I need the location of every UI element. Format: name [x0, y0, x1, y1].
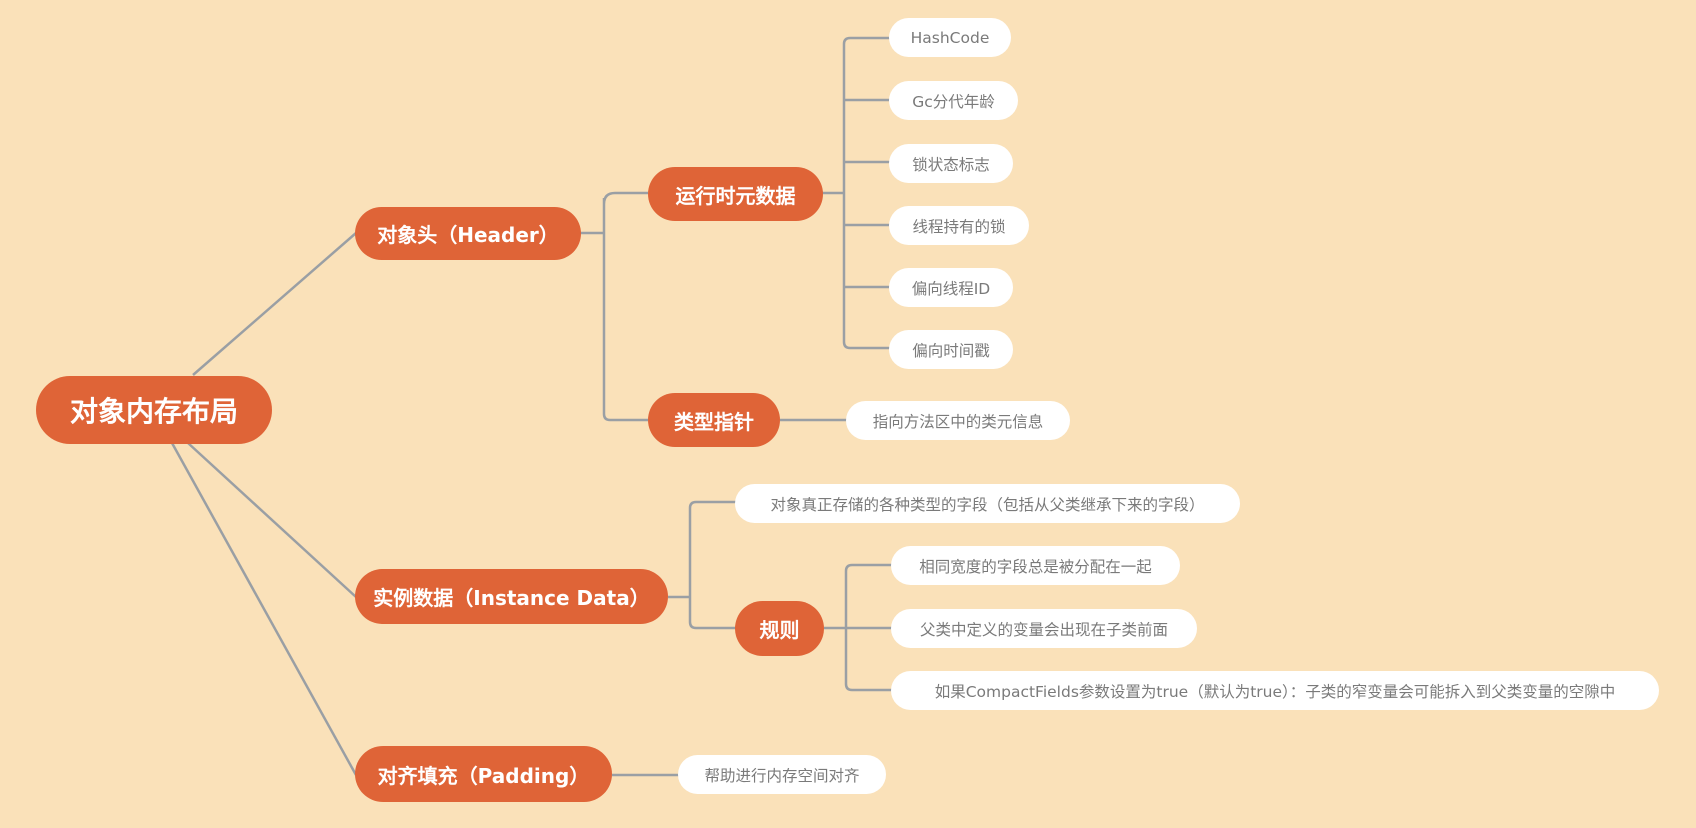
- rule-item-same-width[interactable]: 相同宽度的字段总是被分配在一起: [891, 546, 1180, 585]
- leaf-label: 线程持有的锁: [912, 217, 1006, 236]
- leaf-label: 锁状态标志: [912, 155, 990, 174]
- link-root-header: [192, 232, 357, 376]
- klass-pointer-node[interactable]: 类型指针: [648, 393, 780, 447]
- runtime-item-lock-state[interactable]: 锁状态标志: [889, 144, 1013, 183]
- leaf-label: 如果CompactFields参数设置为true（默认为true）：子类的窄变量…: [934, 682, 1616, 701]
- instance-desc[interactable]: 对象真正存储的各种类型的字段（包括从父类继承下来的字段）: [735, 484, 1240, 523]
- leaf-label: HashCode: [910, 28, 990, 47]
- link-runtime-leaves: [822, 36, 890, 350]
- rules-label: 规则: [759, 618, 800, 642]
- root-node[interactable]: 对象内存布局: [36, 376, 272, 444]
- rule-item-compact-fields[interactable]: 如果CompactFields参数设置为true（默认为true）：子类的窄变量…: [891, 671, 1659, 710]
- leaf-label: 指向方法区中的类元信息: [872, 412, 1044, 431]
- rule-item-parent-first[interactable]: 父类中定义的变量会出现在子类前面: [891, 609, 1197, 648]
- link-header-children: [580, 191, 648, 422]
- runtime-metadata-node[interactable]: 运行时元数据: [648, 167, 823, 221]
- runtime-item-gc-age[interactable]: Gc分代年龄: [889, 81, 1018, 120]
- leaf-label: 偏向线程ID: [911, 279, 991, 298]
- padding-label: 对齐填充（Padding）: [377, 763, 590, 788]
- runtime-item-hashcode[interactable]: HashCode: [889, 18, 1011, 57]
- link-instance-children: [668, 500, 736, 630]
- leaf-label: 帮助进行内存空间对齐: [704, 766, 860, 785]
- link-rules-leaves: [824, 563, 892, 692]
- padding-item-align[interactable]: 帮助进行内存空间对齐: [678, 755, 886, 794]
- leaf-label: 相同宽度的字段总是被分配在一起: [919, 557, 1152, 576]
- leaf-label: 偏向时间戳: [912, 341, 990, 360]
- header-node[interactable]: 对象头（Header）: [355, 207, 581, 260]
- link-root-padding: [170, 442, 358, 776]
- link-root-instance: [187, 442, 357, 598]
- header-label: 对象头（Header）: [377, 223, 559, 247]
- padding-node[interactable]: 对齐填充（Padding）: [355, 746, 612, 802]
- runtime-metadata-label: 运行时元数据: [675, 183, 796, 208]
- runtime-item-biased-thread-id[interactable]: 偏向线程ID: [889, 268, 1013, 307]
- leaf-label: 对象真正存储的各种类型的字段（包括从父类继承下来的字段）: [770, 495, 1205, 514]
- instance-data-label: 实例数据（Instance Data）: [373, 586, 650, 610]
- rules-node[interactable]: 规则: [735, 601, 824, 656]
- runtime-item-biased-timestamp[interactable]: 偏向时间戳: [889, 330, 1013, 369]
- root-label: 对象内存布局: [69, 395, 238, 428]
- leaf-label: Gc分代年龄: [912, 92, 995, 111]
- leaf-label: 父类中定义的变量会出现在子类前面: [919, 620, 1168, 639]
- klass-pointer-label: 类型指针: [674, 409, 754, 434]
- instance-data-node[interactable]: 实例数据（Instance Data）: [355, 569, 668, 624]
- runtime-item-thread-lock[interactable]: 线程持有的锁: [889, 206, 1029, 245]
- klass-item-class-metadata[interactable]: 指向方法区中的类元信息: [846, 401, 1070, 440]
